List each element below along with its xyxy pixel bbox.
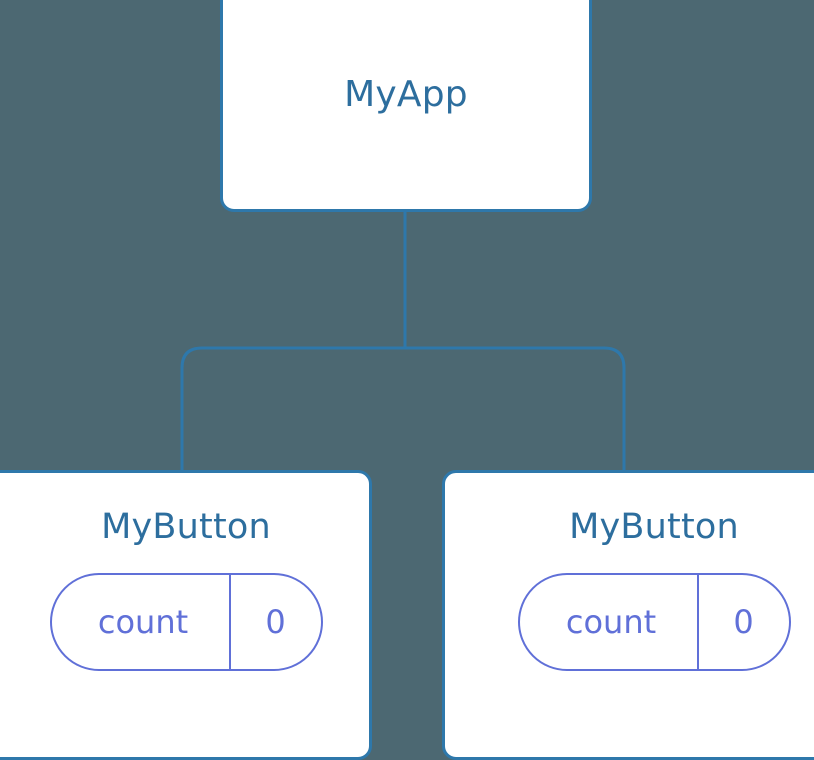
state-key: count [565,603,657,641]
state-pill[interactable]: count 0 [49,573,323,671]
tree-node-mybutton-1[interactable]: MyButton count 0 [0,470,372,760]
tree-node-myapp[interactable]: MyApp [220,0,592,212]
state-value: 0 [696,575,789,669]
edge-branch-right [405,346,626,474]
tree-node-mybutton-2[interactable]: MyButton count 0 [442,470,814,760]
node-title: MyButton [569,507,739,547]
node-title: MyApp [344,74,468,115]
tree-connectors [180,208,626,474]
state-value: 0 [228,575,321,669]
node-title: MyButton [101,507,271,547]
state-pill[interactable]: count 0 [517,573,791,671]
state-key: count [97,603,189,641]
edge-branch-left [180,346,405,474]
